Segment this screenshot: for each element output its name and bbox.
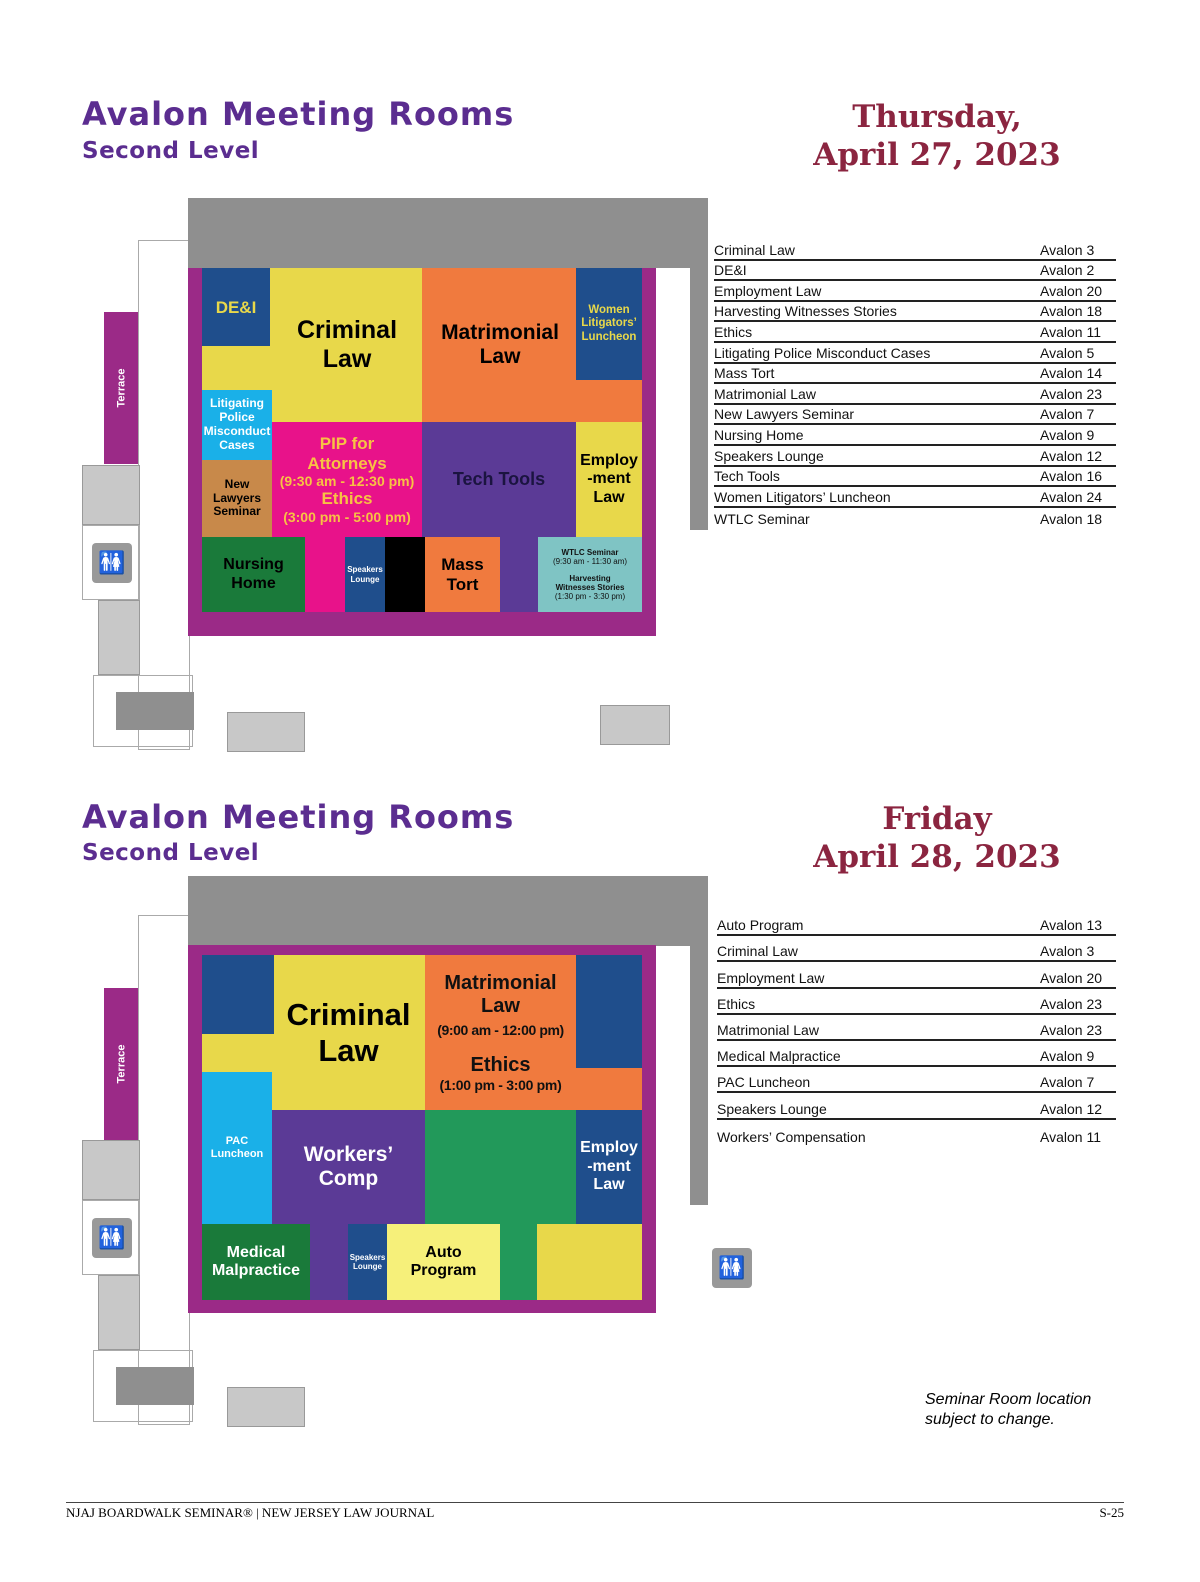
elevator-block (116, 692, 194, 730)
footer-publication: NJAJ BOARDWALK SEMINAR® | NEW JERSEY LAW… (66, 1505, 435, 1520)
building-side (690, 915, 708, 1205)
terrace-label: Terrace (104, 988, 138, 1140)
day-label: Thursday, (852, 99, 1022, 135)
corridor (138, 240, 190, 750)
building-side (690, 240, 708, 530)
page-subtitle: Second Level (82, 840, 260, 866)
stair-block (227, 1387, 305, 1427)
room-dei: DE&I (202, 268, 270, 346)
room-unassigned (425, 1110, 576, 1224)
stair-block (82, 1140, 140, 1200)
room-unassigned (385, 537, 425, 612)
building-top (188, 198, 708, 268)
room-workers-comp: Workers’Comp (272, 1110, 425, 1224)
room-unassigned (576, 955, 642, 1068)
stair-block (600, 705, 670, 745)
room-unassigned (500, 1224, 537, 1300)
room-unassigned (310, 1224, 348, 1300)
date-label: April 27, 2023 (813, 137, 1061, 173)
terrace-label: Terrace (104, 312, 138, 464)
page-title: Avalon Meeting Rooms (82, 798, 515, 836)
page-footer: NJAJ BOARDWALK SEMINAR® | NEW JERSEY LAW… (66, 1502, 1124, 1521)
restroom-icon: 🚻 (92, 1218, 132, 1258)
room-unassigned (537, 1224, 642, 1300)
date-heading: Thursday, April 27, 2023 (787, 98, 1087, 174)
room-unassigned (305, 537, 345, 612)
room-unassigned (202, 955, 274, 1034)
restroom-area (82, 1200, 140, 1275)
stair-block (98, 600, 140, 675)
elevator-block (116, 1367, 194, 1405)
restroom-icon: 🚻 (92, 543, 132, 583)
room-tech-tools: Tech Tools (422, 422, 576, 537)
room-unassigned (500, 537, 538, 612)
page-title: Avalon Meeting Rooms (82, 95, 515, 133)
room-wtlc-harvesting: WTLC Seminar(9:30 am - 11:30 am)Harvesti… (538, 537, 642, 612)
restroom-icon: 🚻 (712, 1248, 752, 1288)
day-label: Friday (882, 801, 992, 837)
building-top (188, 876, 708, 946)
stair-block (227, 712, 305, 752)
stair-block (82, 465, 140, 525)
page-subtitle: Second Level (82, 138, 260, 164)
stair-block (98, 1275, 140, 1350)
page-number: S-25 (1099, 1505, 1124, 1520)
restroom-area (82, 525, 140, 600)
date-heading: Friday April 28, 2023 (787, 800, 1087, 876)
date-label: April 28, 2023 (813, 839, 1061, 875)
corridor (138, 915, 190, 1425)
